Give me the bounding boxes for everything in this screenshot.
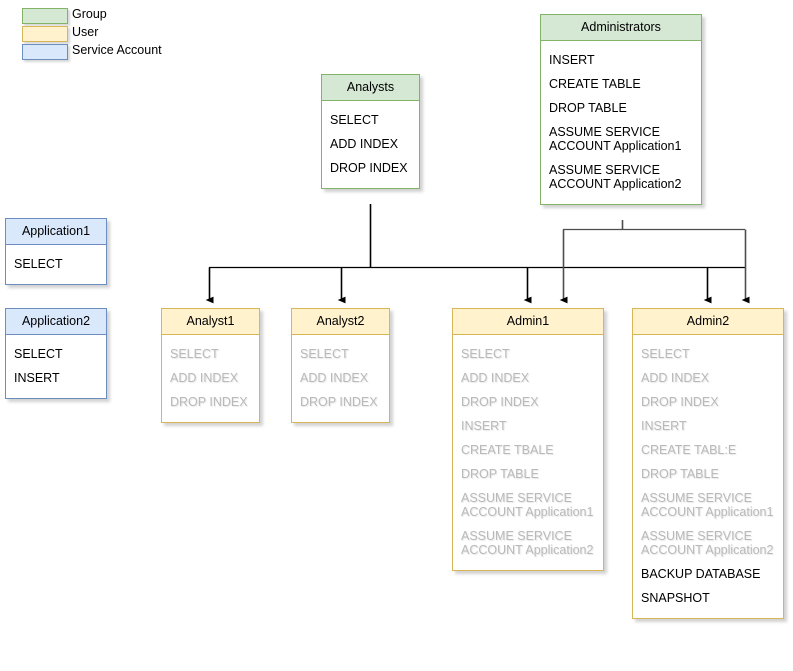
node-title-admin1: Admin1	[453, 309, 603, 335]
permission-direct: ASSUME SERVICE ACCOUNT Application2	[549, 163, 682, 191]
node-title-application2: Application2	[6, 309, 106, 335]
permission-inherited: INSERT	[461, 419, 507, 433]
permission-direct: ADD INDEX	[330, 137, 399, 151]
legend-label-group: Group	[72, 7, 107, 21]
permission-list-analysts: SELECT ADD INDEX DROP INDEX	[322, 101, 419, 188]
permission-direct: SELECT	[14, 257, 63, 271]
permission-list-analyst1: SELECT ADD INDEX DROP INDEX	[162, 335, 259, 422]
legend-label-service-account: Service Account	[72, 43, 162, 57]
permission-list-application2: SELECT INSERT	[6, 335, 106, 398]
permission-inherited: ADD INDEX	[170, 371, 239, 385]
permission-inherited: DROP INDEX	[170, 395, 248, 409]
permission-inherited: SELECT	[300, 347, 349, 361]
permission-inherited: SELECT	[170, 347, 219, 361]
permission-inherited: ADD INDEX	[641, 371, 710, 385]
permission-inherited: DROP TABLE	[641, 467, 719, 481]
permission-list-admin1: SELECT ADD INDEX DROP INDEX INSERT CREATE TB…	[453, 335, 603, 570]
node-admin1[interactable]: Admin1 SELECT ADD INDEX DROP INDEX INSERT CR…	[452, 308, 604, 571]
node-title-admin2: Admin2	[633, 309, 783, 335]
permission-direct: DROP INDEX	[330, 161, 408, 175]
permission-inherited: DROP INDEX	[461, 395, 539, 409]
permission-direct: ASSUME SERVICE ACCOUNT Application1	[549, 125, 682, 153]
node-application2[interactable]: Application2 SELECT INSERT	[5, 308, 107, 399]
service-swatch	[22, 44, 68, 60]
permission-list-admin2: SELECT ADD INDEX DROP INDEX INSERT CREATE TA…	[633, 335, 783, 618]
node-analyst2[interactable]: Analyst2 SELECT ADD INDEX DROP INDEX	[291, 308, 390, 423]
permission-direct: CREATE TABLE	[549, 77, 641, 91]
permission-direct: SNAPSHOT	[641, 591, 710, 605]
permission-list-analyst2: SELECT ADD INDEX DROP INDEX	[292, 335, 389, 422]
group-swatch	[22, 8, 68, 24]
permission-inherited: SELECT	[461, 347, 510, 361]
node-admin2[interactable]: Admin2 SELECT ADD INDEX DROP INDEX INSERT CR…	[632, 308, 784, 619]
legend-label-user: User	[72, 25, 99, 39]
permission-direct: SELECT	[14, 347, 63, 361]
node-title-analysts: Analysts	[322, 75, 419, 101]
permission-inherited: CREATE TABL:E	[641, 443, 737, 457]
permission-inherited: ASSUME SERVICE ACCOUNT Application2	[641, 529, 774, 557]
permission-direct: SELECT	[330, 113, 379, 127]
permission-inherited: DROP INDEX	[300, 395, 378, 409]
permission-list-administrators: INSERT CREATE TABLE DROP TABLE ASSUME SERVI…	[541, 41, 701, 204]
permission-inherited: ASSUME SERVICE ACCOUNT Application1	[461, 491, 594, 519]
permission-inherited: ADD INDEX	[300, 371, 369, 385]
user-swatch	[22, 26, 68, 42]
permission-direct: DROP TABLE	[549, 101, 627, 115]
permission-inherited: INSERT	[641, 419, 687, 433]
node-application1[interactable]: Application1 SELECT	[5, 218, 107, 285]
permission-inherited: DROP INDEX	[641, 395, 719, 409]
permission-direct: INSERT	[549, 53, 595, 67]
permission-inherited: ASSUME SERVICE ACCOUNT Application1	[641, 491, 774, 519]
permission-inherited: DROP TABLE	[461, 467, 539, 481]
node-administrators[interactable]: Administrators INSERT CREATE TABLE DROP TA…	[540, 14, 702, 205]
permission-inherited: SELECT	[641, 347, 690, 361]
node-title-analyst1: Analyst1	[162, 309, 259, 335]
permission-inherited: ASSUME SERVICE ACCOUNT Application2	[461, 529, 594, 557]
permission-direct: INSERT	[14, 371, 60, 385]
permission-inherited: CREATE TBALE	[461, 443, 554, 457]
node-title-application1: Application1	[6, 219, 106, 245]
node-title-analyst2: Analyst2	[292, 309, 389, 335]
permission-list-application1: SELECT	[6, 245, 106, 284]
node-analyst1[interactable]: Analyst1 SELECT ADD INDEX DROP INDEX	[161, 308, 260, 423]
permission-inherited: ADD INDEX	[461, 371, 530, 385]
node-title-administrators: Administrators	[541, 15, 701, 41]
permission-direct: BACKUP DATABASE	[641, 567, 761, 581]
node-analysts[interactable]: Analysts SELECT ADD INDEX DROP INDEX	[321, 74, 420, 189]
